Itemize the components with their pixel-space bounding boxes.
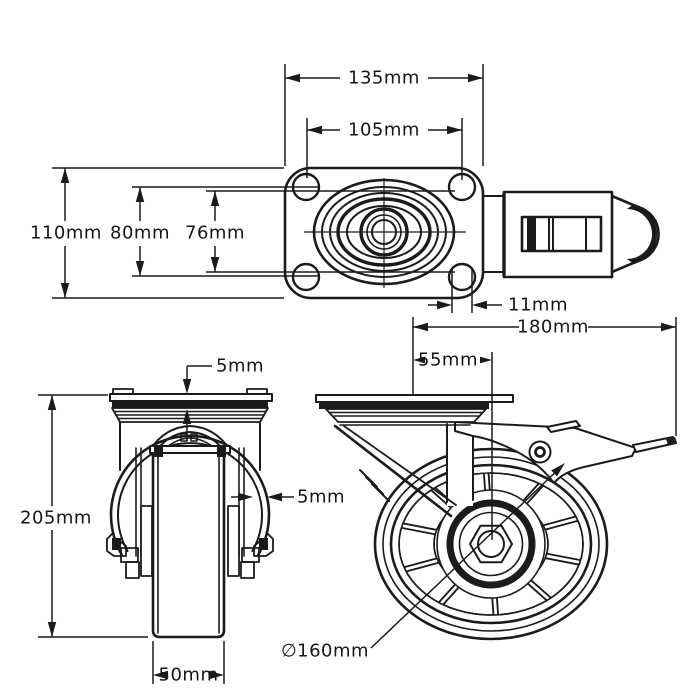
front-view: 5mm 205mm 5mm 50mm bbox=[20, 356, 345, 686]
top-view-mounting-plate bbox=[283, 166, 485, 300]
dim-overall-length-lines bbox=[412, 317, 677, 436]
dim-wheel-diameter-leader bbox=[370, 463, 565, 649]
front-view-wheel bbox=[151, 448, 226, 639]
dim-hole-spacing-height-label: 80mm bbox=[110, 223, 170, 244]
top-view: 135mm 105mm 110mm 80mm bbox=[30, 64, 660, 316]
dim-wheel-width-lines bbox=[152, 641, 225, 684]
dim-plate-height-label: 110mm bbox=[30, 223, 102, 244]
dim-hole-diameter-lines bbox=[428, 268, 502, 313]
dim-hole-spacing-width-lines bbox=[306, 118, 463, 180]
front-view-top-plate bbox=[109, 388, 273, 471]
dim-bracket-thickness-lines bbox=[231, 492, 294, 502]
dim-hole-spacing-height-lines bbox=[132, 186, 318, 277]
dim-overall-height-lines bbox=[38, 394, 148, 638]
dim-hole-spacing-width-label: 105mm bbox=[348, 120, 420, 141]
side-view-top-plate bbox=[315, 394, 514, 426]
dim-inner-spacing-label: 76mm bbox=[185, 223, 245, 244]
dim-swivel-offset-lines bbox=[413, 352, 493, 540]
side-view-hub bbox=[436, 489, 546, 599]
brake-pedal-bar bbox=[632, 436, 677, 453]
dim-wheel-diameter-label: ∅160mm bbox=[281, 641, 369, 662]
side-view-brake-lever bbox=[454, 420, 677, 484]
front-view-brake-plates bbox=[135, 447, 245, 577]
dim-overall-height-label: 205mm bbox=[20, 508, 92, 529]
dim-wheel-width-label: 50mm bbox=[159, 665, 219, 686]
dim-plate-width-label: 135mm bbox=[348, 68, 420, 89]
front-view-fork-arch bbox=[106, 434, 274, 579]
dim-plate-height-lines bbox=[52, 167, 284, 299]
dim-swivel-offset-label: 55mm bbox=[418, 350, 478, 371]
dim-plate-thickness-lines bbox=[182, 365, 212, 441]
top-view-swivel-rings bbox=[304, 178, 466, 288]
dim-plate-width-lines bbox=[284, 64, 484, 166]
front-view-axle-drum bbox=[149, 425, 231, 457]
dim-inner-spacing-lines bbox=[206, 190, 455, 273]
dim-hole-diameter-label: 11mm bbox=[508, 295, 568, 316]
top-view-brake-housing bbox=[482, 190, 660, 279]
side-view: 180mm 55mm ∅160mm bbox=[281, 317, 677, 662]
dim-overall-length-label: 180mm bbox=[517, 317, 589, 338]
dim-bracket-thickness-label: 5mm bbox=[297, 487, 345, 508]
dim-plate-thickness-label: 5mm bbox=[216, 356, 264, 377]
